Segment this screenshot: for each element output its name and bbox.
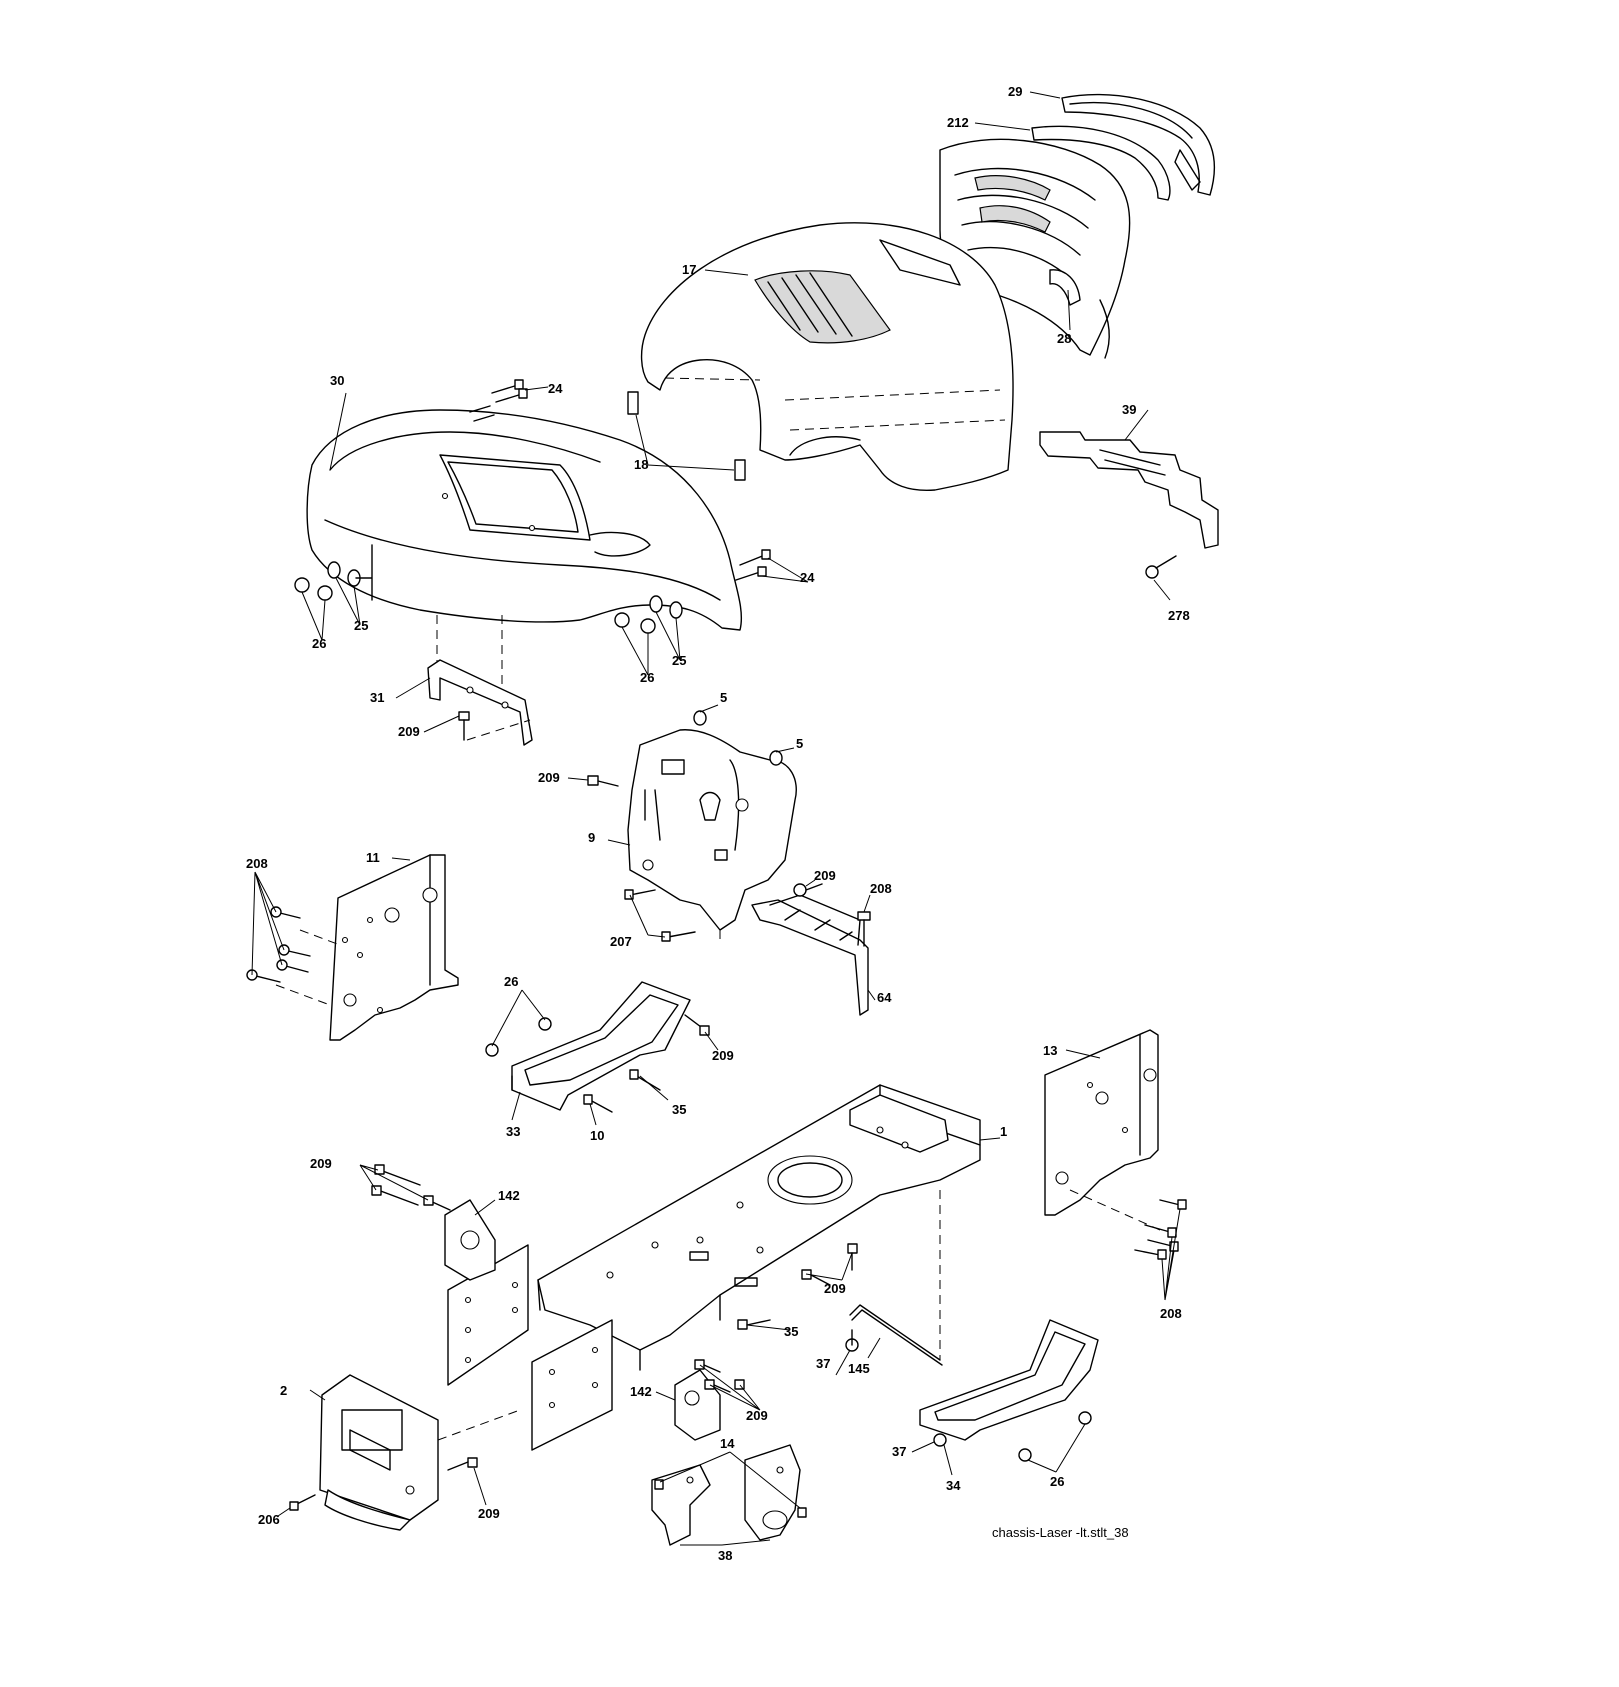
part-209-bolt-h [447, 1457, 478, 1471]
part-209-bolts-f [801, 1243, 858, 1286]
part-64-bracket [751, 894, 869, 1016]
callout-24-right: 24 [800, 570, 815, 585]
callout-278: 278 [1168, 608, 1190, 623]
part-208-bolts-left [246, 906, 311, 983]
part-10-bolt [583, 1094, 613, 1113]
callout-209-f: 209 [824, 1281, 846, 1296]
parts-25-26-left [294, 544, 373, 601]
part-33-footrest-left [511, 981, 691, 1111]
callout-208-top: 208 [870, 881, 892, 896]
callout-208-right: 208 [1160, 1306, 1182, 1321]
callout-17: 17 [682, 262, 696, 277]
callout-labels: 29 212 17 28 30 24 18 39 278 25 26 24 25… [246, 84, 1190, 1563]
callout-2: 2 [280, 1383, 287, 1398]
callout-25-right: 25 [672, 653, 686, 668]
callout-37-b: 37 [892, 1444, 906, 1459]
callout-145: 145 [848, 1361, 870, 1376]
part-18-bumpers [627, 391, 746, 481]
callout-11: 11 [366, 850, 380, 865]
part-17-hood [640, 222, 1014, 492]
part-278-screw [1145, 555, 1177, 579]
part-24-bolts-top [469, 379, 528, 422]
part-30-fender [306, 409, 743, 631]
callout-209-e: 209 [310, 1156, 332, 1171]
part-29-hood-trim [1061, 93, 1215, 196]
callout-29: 29 [1008, 84, 1022, 99]
callout-142-a: 142 [498, 1188, 520, 1203]
callout-209-a: 209 [398, 724, 420, 739]
part-frame-rear-plate-2 [531, 1319, 613, 1451]
part-26-nuts-a [485, 1017, 552, 1057]
part-209-screw-b [587, 775, 619, 787]
part-212-trim-strip [1031, 125, 1171, 201]
callout-5-a: 5 [720, 690, 727, 705]
part-37-bolt-b [933, 1433, 947, 1447]
callout-35-b: 35 [784, 1324, 798, 1339]
part-209-bolts-g [694, 1359, 745, 1393]
part-142-bracket-a [444, 1199, 496, 1281]
part-209-screw-c [793, 883, 823, 897]
part-31-bracket [427, 659, 533, 746]
callout-33: 33 [506, 1124, 520, 1139]
part-206-screw [289, 1494, 316, 1511]
callout-207: 207 [610, 934, 632, 949]
part-145-rod [849, 1304, 943, 1366]
callout-39: 39 [1122, 402, 1136, 417]
callout-38: 38 [718, 1548, 732, 1563]
callout-26-a: 26 [504, 974, 518, 989]
part-frame-rear-plate [447, 1244, 529, 1386]
callout-209-g: 209 [746, 1408, 768, 1423]
callout-28: 28 [1057, 331, 1071, 346]
callout-13: 13 [1043, 1043, 1057, 1058]
callout-209-d: 209 [712, 1048, 734, 1063]
diagram-caption: chassis-Laser -lt.stlt_38 [992, 1525, 1129, 1540]
part-38-brackets [651, 1444, 801, 1546]
callout-1: 1 [1000, 1124, 1007, 1139]
part-35-bolt-b [737, 1319, 771, 1330]
part-39-bracket [1039, 431, 1219, 549]
callout-209-b: 209 [538, 770, 560, 785]
callout-5-b: 5 [796, 736, 803, 751]
callout-25-left: 25 [354, 618, 368, 633]
part-5-grommets [693, 710, 783, 766]
leader-lines [251, 91, 1181, 1546]
part-208-bolts-right [1134, 1199, 1187, 1260]
callout-209-h: 209 [478, 1506, 500, 1521]
part-26-nuts-b [1018, 1411, 1092, 1462]
part-1-frame [537, 1084, 981, 1371]
part-209-bolts-e [371, 1164, 451, 1211]
callout-142-b: 142 [630, 1384, 652, 1399]
callout-30: 30 [330, 373, 344, 388]
callout-31: 31 [370, 690, 384, 705]
part-24-bolts-right [735, 549, 771, 581]
callout-212: 212 [947, 115, 969, 130]
part-28-grille [939, 138, 1131, 359]
callout-26-left: 26 [312, 636, 326, 651]
part-209-screw-a [458, 711, 470, 741]
part-209-bolt-d [684, 1014, 710, 1036]
callout-18: 18 [634, 457, 648, 472]
callout-206: 206 [258, 1512, 280, 1527]
callout-14: 14 [720, 1436, 735, 1451]
callout-208-left: 208 [246, 856, 268, 871]
part-34-footrest-right [919, 1319, 1099, 1441]
callout-24-top: 24 [548, 381, 563, 396]
callout-10: 10 [590, 1128, 604, 1143]
part-37-bolt-a [845, 1329, 859, 1352]
part-14-bolts [654, 1479, 807, 1518]
callout-26-right: 26 [640, 670, 654, 685]
part-11-side-panel [275, 854, 459, 1041]
part-2-rear-panel [319, 1374, 521, 1531]
part-9-dash-panel [627, 729, 797, 945]
callout-9: 9 [588, 830, 595, 845]
callout-35-a: 35 [672, 1102, 686, 1117]
part-13-side-panel [1044, 1029, 1161, 1231]
callout-209-c: 209 [814, 868, 836, 883]
callout-37-a: 37 [816, 1356, 830, 1371]
callout-64: 64 [877, 990, 892, 1005]
callout-34: 34 [946, 1478, 961, 1493]
callout-26-b: 26 [1050, 1474, 1064, 1489]
